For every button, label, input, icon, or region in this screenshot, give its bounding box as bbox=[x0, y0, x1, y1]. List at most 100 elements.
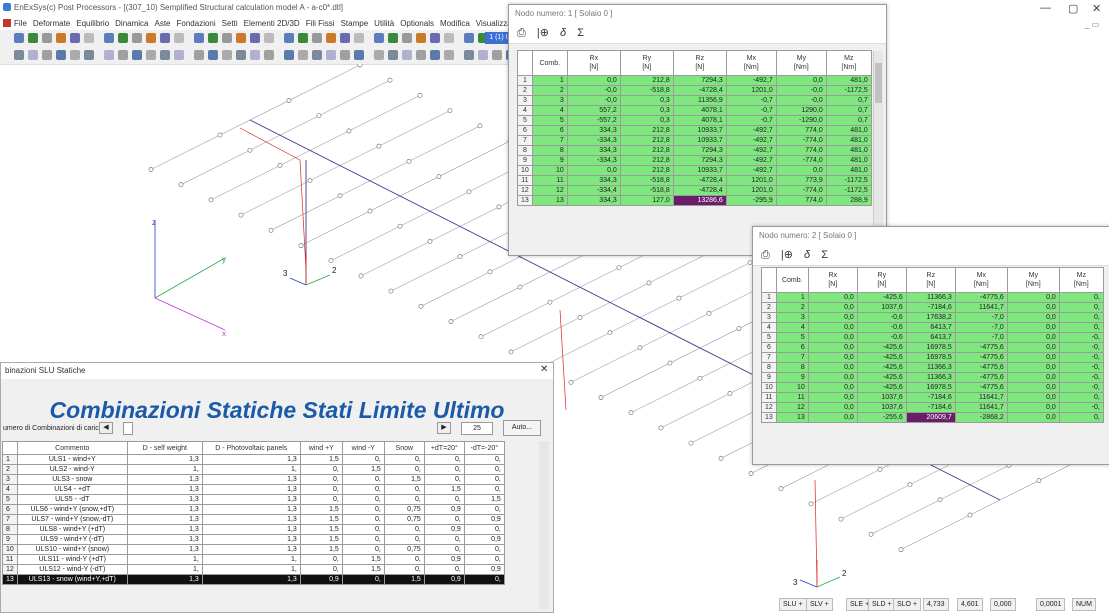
table-cell[interactable]: 0,7 bbox=[825, 115, 872, 126]
table-cell[interactable]: -425,6 bbox=[856, 382, 907, 393]
table-cell[interactable]: 5 bbox=[2, 494, 18, 505]
table-cell[interactable]: 481,0 bbox=[825, 75, 872, 86]
tool-icon-4[interactable] bbox=[70, 33, 80, 43]
table-cell[interactable]: 8 bbox=[761, 362, 777, 373]
tool-icon-9[interactable] bbox=[146, 50, 156, 60]
table-cell[interactable]: 3 bbox=[517, 95, 533, 106]
table-cell[interactable]: 0,9 bbox=[463, 564, 505, 575]
structure-node[interactable] bbox=[447, 108, 453, 113]
menu-item-11[interactable]: Optionals bbox=[400, 19, 434, 28]
structure-node[interactable] bbox=[148, 167, 154, 172]
structure-node[interactable] bbox=[808, 501, 814, 507]
table-cell[interactable]: 1,5 bbox=[299, 514, 343, 525]
node2-col-header[interactable]: Mx [Nm] bbox=[954, 267, 1008, 293]
table-cell[interactable]: 557,2 bbox=[566, 105, 621, 116]
table-cell[interactable]: -518,8 bbox=[619, 185, 674, 196]
table-cell[interactable]: 13286,6 bbox=[672, 195, 727, 206]
table-cell[interactable]: 0, bbox=[423, 544, 465, 555]
table-cell[interactable]: 481,0 bbox=[825, 135, 872, 146]
table-cell[interactable]: 0,9 bbox=[299, 574, 343, 585]
tool-icon-7[interactable] bbox=[118, 50, 128, 60]
table-cell[interactable]: 11641,7 bbox=[954, 402, 1008, 413]
table-cell[interactable]: 0,0 bbox=[807, 362, 858, 373]
structure-node[interactable] bbox=[406, 158, 412, 164]
table-cell[interactable]: ULS5 - -dT bbox=[16, 494, 128, 505]
table-cell[interactable]: -0, bbox=[1058, 342, 1104, 353]
tool-icon-0[interactable] bbox=[14, 50, 24, 60]
comb-col-header[interactable]: Snow bbox=[383, 441, 425, 455]
table-cell[interactable]: -0,7 bbox=[725, 95, 777, 106]
table-cell[interactable]: 0, bbox=[341, 544, 385, 555]
print-icon[interactable]: ⎙ bbox=[517, 27, 526, 39]
table-cell[interactable]: 0, bbox=[423, 464, 465, 475]
table-cell[interactable]: 0, bbox=[299, 564, 343, 575]
comb-col-header[interactable]: wind -Y bbox=[341, 441, 385, 455]
tool-icon-1[interactable] bbox=[28, 33, 38, 43]
structure-node[interactable] bbox=[388, 288, 394, 294]
table-cell[interactable]: 20609,7 bbox=[905, 412, 956, 423]
structure-node[interactable] bbox=[1036, 478, 1042, 483]
tool-icon-30[interactable] bbox=[464, 50, 474, 60]
table-cell[interactable]: 0, bbox=[423, 474, 465, 485]
table-cell[interactable]: -0, bbox=[1058, 372, 1104, 383]
tool-icon-23[interactable] bbox=[354, 33, 364, 43]
table-cell[interactable]: 1,3 bbox=[126, 474, 203, 485]
tool-icon-8[interactable] bbox=[132, 50, 142, 60]
node-1-window[interactable]: Nodo numero: 1 [ Solaio 0 ] ⎙ |⊕ δ Σ Com… bbox=[508, 4, 887, 256]
table-cell[interactable]: 0,9 bbox=[463, 514, 505, 525]
table-cell[interactable]: 12 bbox=[2, 564, 18, 575]
tool-icon-17[interactable] bbox=[264, 33, 274, 43]
table-cell[interactable]: 0, bbox=[341, 474, 385, 485]
menu-item-6[interactable]: Setti bbox=[221, 19, 238, 28]
table-cell[interactable]: 1,3 bbox=[201, 524, 301, 535]
node2-col-header[interactable]: My [Nm] bbox=[1006, 267, 1060, 293]
structure-node[interactable] bbox=[658, 425, 664, 431]
table-cell[interactable]: 1, bbox=[126, 464, 203, 475]
comb-col-header[interactable]: wind +Y bbox=[299, 441, 343, 455]
structure-node[interactable] bbox=[718, 455, 724, 461]
structure-3d-view[interactable]: z y x 3 2 3 2 bbox=[0, 64, 1109, 611]
table-cell[interactable]: 0,75 bbox=[383, 544, 425, 555]
structure-node[interactable] bbox=[748, 471, 754, 476]
table-cell[interactable]: -334,4 bbox=[566, 185, 621, 196]
table-cell[interactable]: 6 bbox=[775, 342, 809, 353]
close-icon[interactable]: ✕ bbox=[540, 364, 549, 375]
table-cell[interactable]: 1,5 bbox=[299, 534, 343, 545]
structure-node[interactable] bbox=[208, 197, 214, 203]
menu-item-10[interactable]: Utilità bbox=[374, 19, 395, 28]
tool-icon-23[interactable] bbox=[354, 50, 364, 60]
table-cell[interactable]: -1172,5 bbox=[825, 85, 872, 96]
table-cell[interactable]: 0,0 bbox=[1006, 292, 1060, 303]
structure-node[interactable] bbox=[247, 147, 253, 153]
table-cell[interactable]: 1,5 bbox=[383, 574, 425, 585]
table-cell[interactable]: 0, bbox=[383, 494, 425, 505]
table-cell[interactable]: 0,0 bbox=[807, 392, 858, 403]
structure-node[interactable] bbox=[328, 258, 334, 264]
table-cell[interactable]: 1037,6 bbox=[856, 402, 907, 413]
table-cell[interactable]: 0,0 bbox=[807, 402, 858, 413]
table-cell[interactable]: 11366,3 bbox=[905, 362, 956, 373]
table-cell[interactable]: 0,75 bbox=[383, 514, 425, 525]
table-cell[interactable]: 16978,5 bbox=[905, 342, 956, 353]
table-cell[interactable]: 1,5 bbox=[341, 464, 385, 475]
table-cell[interactable]: 0, bbox=[423, 534, 465, 545]
structure-node[interactable] bbox=[496, 204, 502, 210]
table-cell[interactable]: -0, bbox=[1058, 362, 1104, 373]
table-cell[interactable]: 773,9 bbox=[775, 175, 827, 186]
tool-icon-26[interactable] bbox=[402, 33, 412, 43]
table-cell[interactable]: 1,5 bbox=[299, 544, 343, 555]
table-cell[interactable]: 2 bbox=[517, 85, 533, 96]
table-cell[interactable]: 0,0 bbox=[1006, 312, 1060, 323]
table-cell[interactable]: 10 bbox=[775, 382, 809, 393]
structure-node[interactable] bbox=[838, 516, 844, 522]
table-cell[interactable]: 1, bbox=[126, 554, 203, 565]
table-cell[interactable]: -774,0 bbox=[775, 135, 827, 146]
tool-icon-3[interactable] bbox=[56, 33, 66, 43]
tool-icon-2[interactable] bbox=[42, 50, 52, 60]
tool-icon-30[interactable] bbox=[464, 33, 474, 43]
table-cell[interactable]: 212,8 bbox=[619, 165, 674, 176]
